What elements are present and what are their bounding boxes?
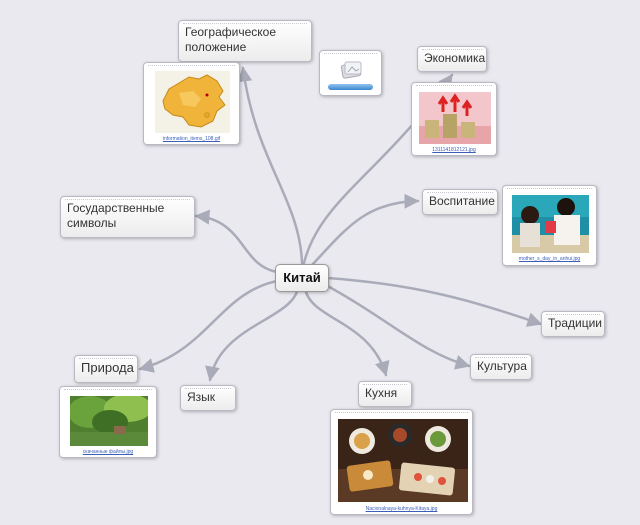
node-culture[interactable]: Культура bbox=[470, 354, 532, 380]
node-economy[interactable]: Экономика bbox=[417, 46, 487, 72]
node-divider bbox=[79, 358, 133, 359]
node-geo-label: Географическое положение bbox=[185, 25, 277, 54]
link-language bbox=[205, 286, 300, 382]
link-culture bbox=[322, 282, 471, 370]
upload-button[interactable] bbox=[328, 84, 373, 90]
card-divider bbox=[335, 412, 468, 413]
node-divider bbox=[427, 192, 493, 193]
node-upbringing-label: Воспитание bbox=[429, 194, 495, 208]
node-divider bbox=[546, 314, 600, 315]
node-divider bbox=[185, 388, 231, 389]
node-divider bbox=[65, 199, 190, 200]
node-economy-label: Экономика bbox=[424, 51, 486, 65]
node-symbols-label: Государственные символы bbox=[67, 201, 165, 230]
card-divider bbox=[324, 53, 377, 54]
nature-image bbox=[70, 396, 148, 446]
image-economy-caption[interactable]: 1311141812121.jpg bbox=[432, 147, 476, 153]
node-symbols[interactable]: Государственные символы bbox=[60, 196, 195, 238]
image-card-upbringing[interactable]: mother_s_day_in_anhui.jpg bbox=[502, 185, 597, 266]
card-divider bbox=[148, 65, 235, 66]
image-cuisine-caption[interactable]: Nacionalnaya-kuhnya-Kitaya.jpg bbox=[365, 506, 438, 512]
node-geo[interactable]: Географическое положение bbox=[178, 20, 312, 62]
link-nature bbox=[138, 278, 284, 373]
economy-image bbox=[419, 92, 491, 144]
node-divider bbox=[475, 357, 527, 358]
node-divider bbox=[183, 23, 307, 24]
link-upbringing bbox=[310, 193, 420, 267]
center-node-label: Китай bbox=[283, 270, 321, 285]
upbringing-image bbox=[512, 195, 589, 253]
image-geo-caption[interactable]: information_items_108.gif bbox=[162, 136, 221, 142]
node-nature[interactable]: Природа bbox=[74, 355, 138, 383]
link-cuisine bbox=[303, 286, 390, 377]
link-traditions bbox=[326, 276, 543, 327]
node-cuisine[interactable]: Кухня bbox=[358, 381, 412, 407]
center-node[interactable]: Китай bbox=[275, 264, 329, 292]
node-divider bbox=[422, 49, 482, 50]
node-upbringing[interactable]: Воспитание bbox=[422, 189, 498, 215]
image-nature-caption[interactable]: скачанные файлы.jpg bbox=[82, 449, 134, 455]
attachment-icon bbox=[340, 59, 364, 86]
node-traditions[interactable]: Традиции bbox=[541, 311, 605, 337]
node-nature-label: Природа bbox=[81, 360, 134, 375]
card-divider bbox=[416, 85, 492, 86]
china-map-image bbox=[155, 71, 230, 133]
node-traditions-label: Традиции bbox=[548, 316, 602, 330]
node-divider bbox=[363, 384, 407, 385]
node-cuisine-label: Кухня bbox=[365, 386, 398, 400]
image-card-geo[interactable]: information_items_108.gif bbox=[143, 62, 240, 145]
attachment-card[interactable] bbox=[319, 50, 382, 96]
card-divider bbox=[64, 389, 152, 390]
link-symbols bbox=[194, 209, 279, 274]
image-card-cuisine[interactable]: Nacionalnaya-kuhnya-Kitaya.jpg bbox=[330, 409, 473, 515]
node-language-label: Язык bbox=[187, 390, 216, 404]
image-upbringing-caption[interactable]: mother_s_day_in_anhui.jpg bbox=[518, 256, 581, 262]
image-card-economy[interactable]: 1311141812121.jpg bbox=[411, 82, 497, 156]
node-language[interactable]: Язык bbox=[180, 385, 236, 411]
node-culture-label: Культура bbox=[477, 359, 527, 373]
image-card-nature[interactable]: скачанные файлы.jpg bbox=[59, 386, 157, 458]
card-divider bbox=[507, 188, 592, 189]
link-geo bbox=[237, 66, 304, 265]
cuisine-image bbox=[338, 419, 468, 502]
